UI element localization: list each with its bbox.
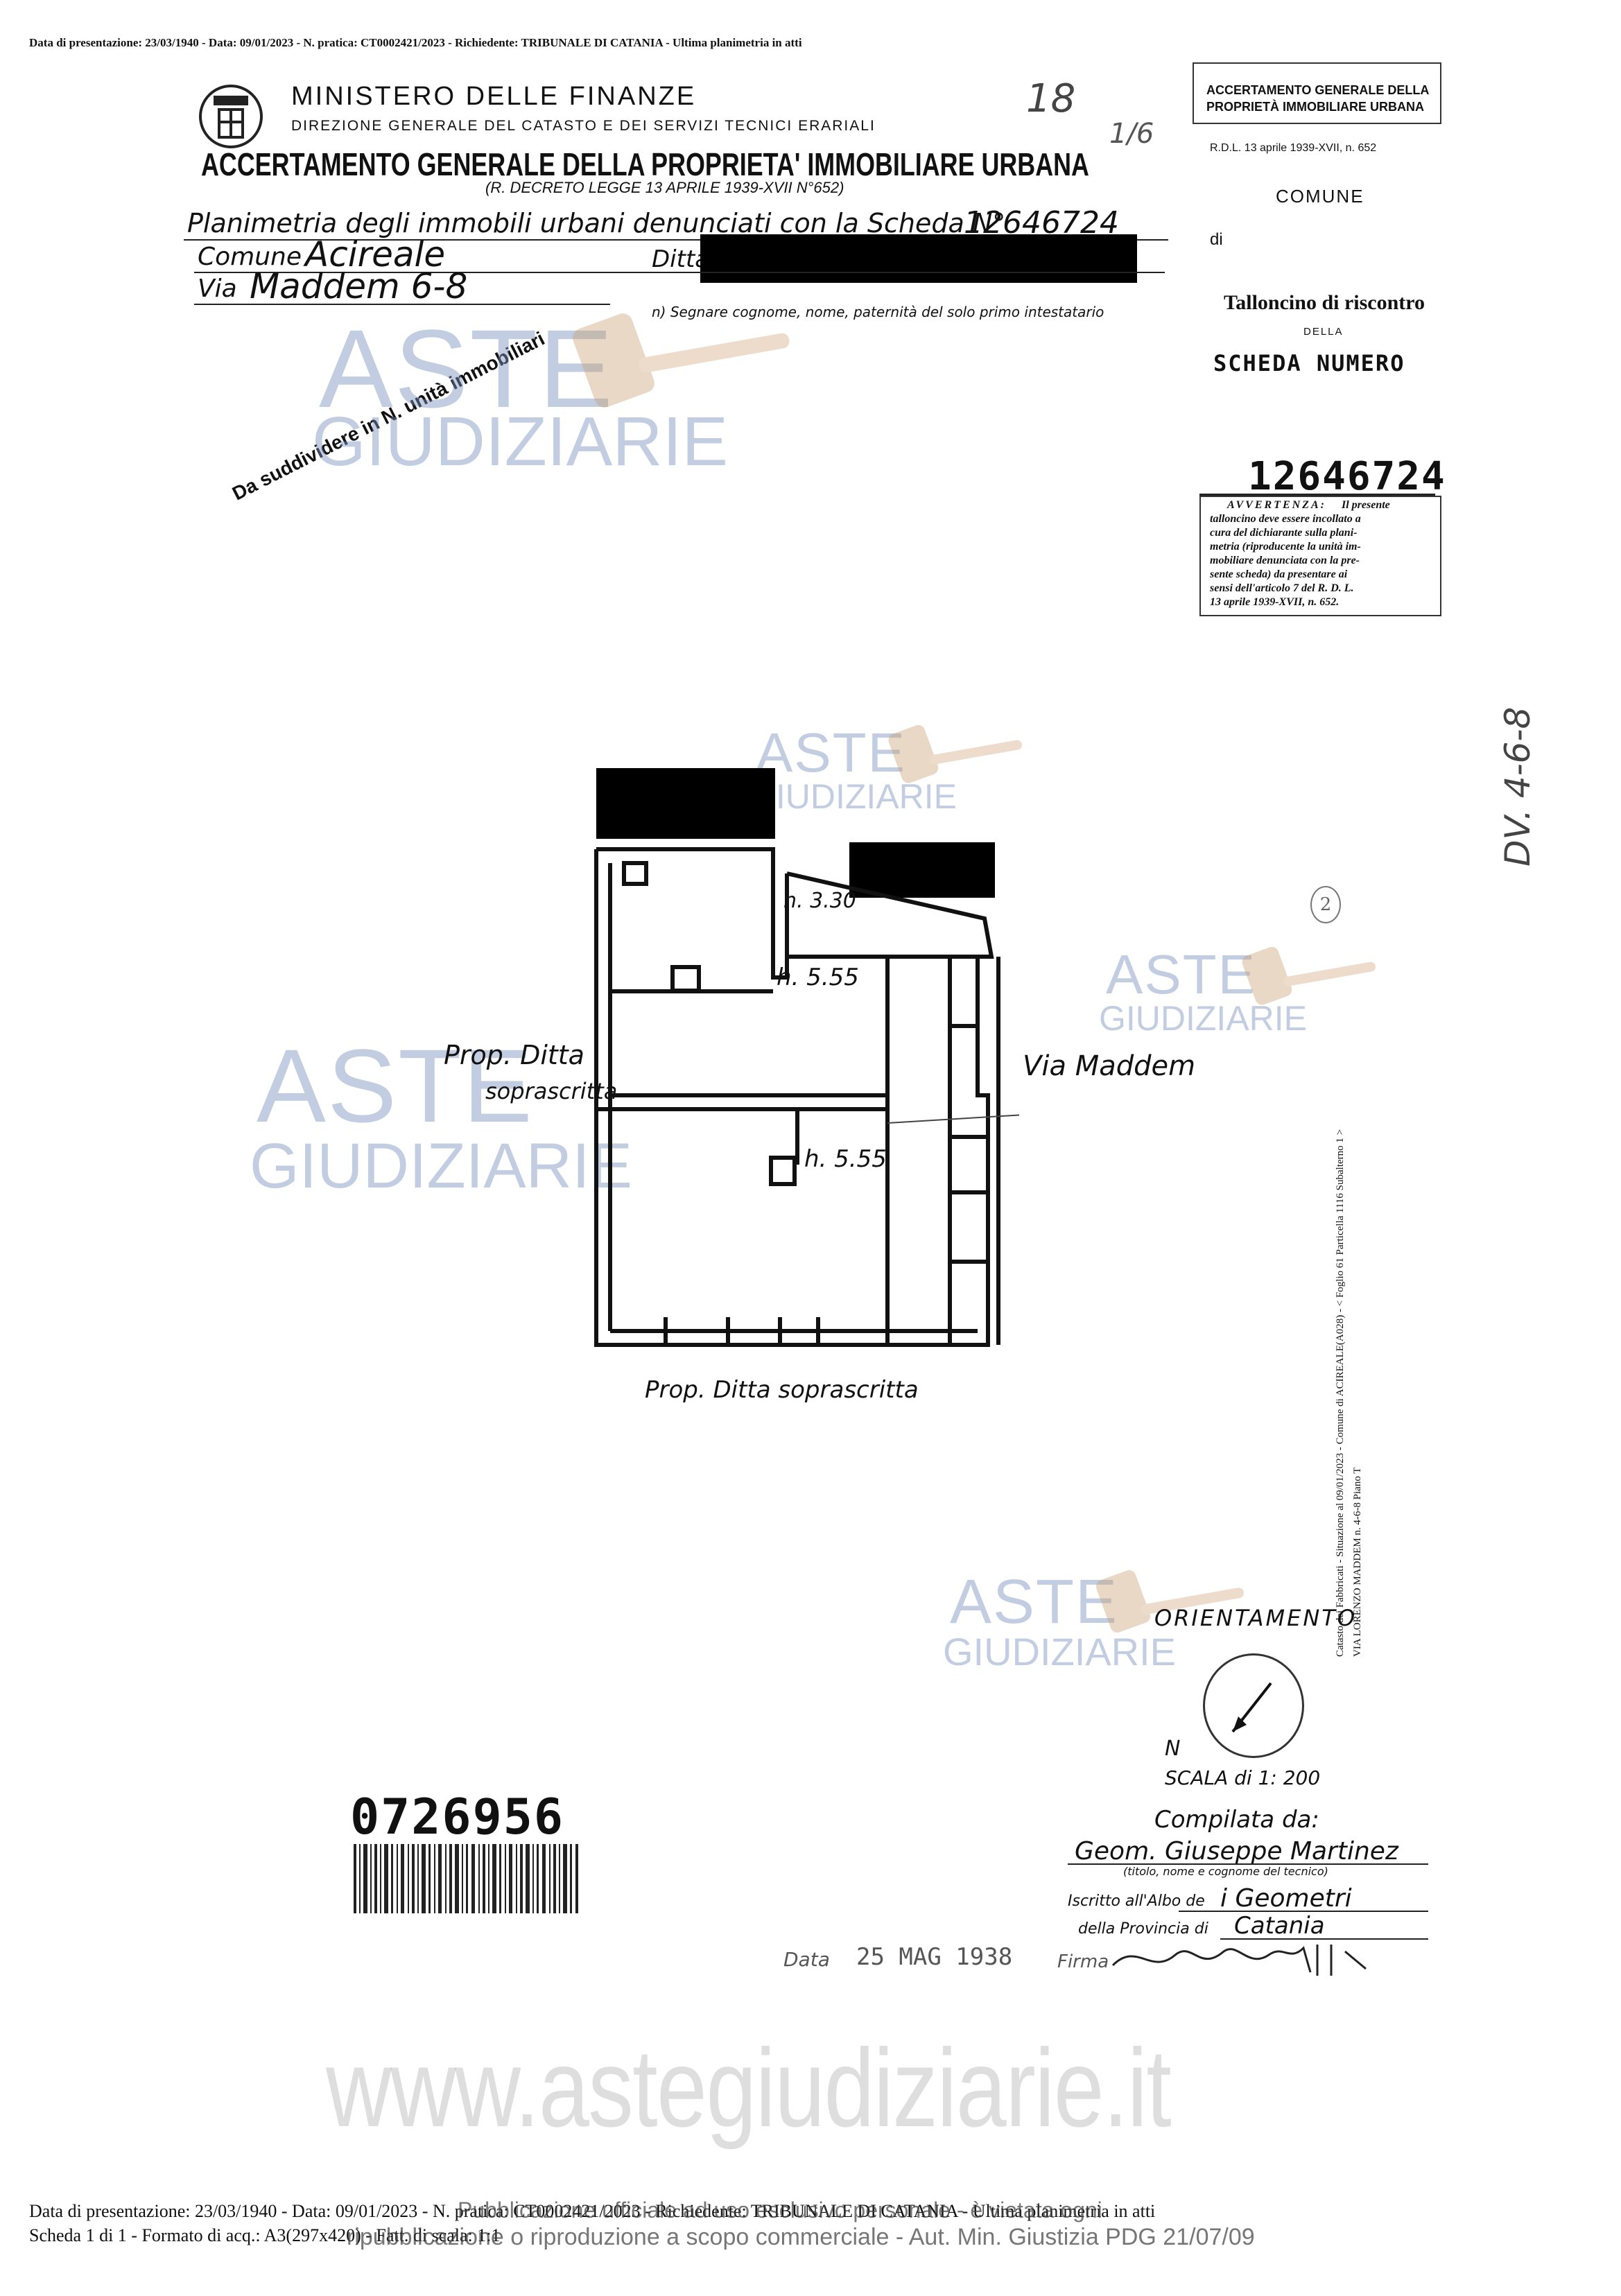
tally-number-underline bbox=[1199, 494, 1435, 496]
date-label: Data bbox=[783, 1948, 830, 1971]
avvertenza-title: AVVERTENZA: bbox=[1227, 499, 1326, 511]
ministry-direction: DIREZIONE GENERALE DEL CATASTO E DEI SER… bbox=[291, 118, 876, 134]
comune-value: Acireale bbox=[305, 234, 446, 275]
margin-note: DV. 4-6-8 bbox=[1498, 706, 1538, 867]
via-value: Maddem 6-8 bbox=[250, 266, 468, 306]
date-stamp: 25 MAG 1938 bbox=[856, 1943, 1013, 1971]
watermark-giudiziarie-5: GIUDIZIARIE bbox=[943, 1630, 1177, 1673]
header-info-line: Data di presentazione: 23/03/1940 - Data… bbox=[29, 36, 802, 49]
adjacent-owner-left-2: soprascritta bbox=[485, 1078, 618, 1104]
watermark-aste-5: ASTE bbox=[950, 1567, 1119, 1637]
avvertenza-line-3: metria (riproducente la unità im- bbox=[1210, 541, 1361, 553]
compiled-by-label: Compilata da: bbox=[1154, 1806, 1319, 1834]
room-height-3: h. 5.55 bbox=[804, 1145, 887, 1173]
surveyor-name: Geom. Giuseppe Martinez bbox=[1075, 1837, 1398, 1866]
albo-value: i Geometri bbox=[1220, 1884, 1352, 1913]
room-height-1: h. 3.30 bbox=[783, 889, 856, 913]
tally-scheda-numero: SCHEDA NUMERO bbox=[1213, 350, 1405, 376]
redacted-ditta bbox=[700, 234, 1137, 283]
albo-underline bbox=[1179, 1911, 1428, 1912]
north-label: N bbox=[1165, 1737, 1181, 1761]
avvertenza-box bbox=[1199, 496, 1441, 616]
hand-mark-2: 1/6 bbox=[1109, 118, 1154, 150]
gavel-icon bbox=[1241, 936, 1380, 1015]
circle-mark: 2 bbox=[1310, 886, 1341, 923]
provincia-label: della Provincia di bbox=[1078, 1920, 1208, 1938]
publication-notice-2: ripubblicazione o riproduzione a scopo c… bbox=[347, 2224, 1255, 2250]
scale-label: SCALA di 1: 200 bbox=[1165, 1766, 1321, 1789]
gavel-icon bbox=[1095, 1560, 1248, 1646]
watermark-aste-1: ASTE bbox=[319, 306, 614, 430]
planimetria-label: Planimetria degli immobili urbani denunc… bbox=[187, 208, 1006, 238]
tally-header-box bbox=[1193, 62, 1441, 124]
form-line-1 bbox=[184, 239, 1168, 241]
footer-line-2: Scheda 1 di 1 - Formato di acq.: A3(297x… bbox=[29, 2225, 501, 2245]
tally-number: 12646724 bbox=[1248, 454, 1446, 499]
gavel-icon bbox=[887, 714, 1026, 793]
form-line-2 bbox=[194, 272, 1165, 273]
signature-mark bbox=[1109, 1934, 1373, 1985]
website-watermark: www.astegiudiziarie.it bbox=[326, 2026, 1172, 2150]
form-line-3 bbox=[194, 304, 610, 305]
via-label: Via bbox=[198, 275, 237, 303]
orientation-label: ORIENTAMENTO bbox=[1154, 1605, 1358, 1631]
signature-label: Firma bbox=[1057, 1951, 1109, 1972]
tally-di-label: di bbox=[1210, 230, 1223, 249]
ministry-name: MINISTERO DELLE FINANZE bbox=[291, 82, 697, 111]
redacted-plan-top-right bbox=[849, 842, 995, 898]
tally-header-1: ACCERTAMENTO GENERALE DELLA bbox=[1206, 83, 1430, 97]
gavel-icon bbox=[569, 291, 797, 419]
provincia-underline bbox=[1220, 1938, 1428, 1940]
adjacent-owner-bottom: Prop. Ditta soprascritta bbox=[645, 1376, 919, 1404]
provincia-value: Catania bbox=[1234, 1912, 1325, 1940]
watermark-aste-4: ASTE bbox=[257, 1027, 534, 1144]
ditta-label: Ditta bbox=[652, 245, 710, 273]
watermark-aste-3: ASTE bbox=[1106, 943, 1256, 1005]
watermark-aste-2: ASTE bbox=[756, 722, 906, 783]
avvertenza-line-5: sente scheda) da presentare ai bbox=[1210, 568, 1348, 580]
document-subtitle: (R. DECRETO LEGGE 13 APRILE 1939-XVII N°… bbox=[485, 179, 844, 196]
tally-della: DELLA bbox=[1303, 326, 1344, 338]
comune-label: Comune bbox=[198, 243, 302, 271]
barcode-icon bbox=[354, 1844, 582, 1916]
avvertenza-line-4: mobiliare denunciata con la pre- bbox=[1210, 555, 1360, 566]
street-label: Via Maddem bbox=[1023, 1050, 1196, 1082]
room-height-2: h. 5.55 bbox=[777, 964, 859, 991]
republic-emblem-icon bbox=[193, 76, 269, 153]
watermark-giudiziarie-2: GIUDIZIARIE bbox=[749, 777, 957, 816]
tally-comune-label: COMUNE bbox=[1276, 186, 1364, 207]
avvertenza-line-6: sensi dell'articolo 7 del R. D. L. bbox=[1210, 582, 1354, 594]
footer-line-1: Data di presentazione: 23/03/1940 - Data… bbox=[29, 2201, 1156, 2221]
document-title: ACCERTAMENTO GENERALE DELLA PROPRIETA' I… bbox=[201, 146, 1089, 182]
tally-talloncino: Talloncino di riscontro bbox=[1224, 291, 1425, 314]
compass-icon bbox=[1203, 1653, 1304, 1758]
redacted-plan-top-left bbox=[596, 768, 775, 839]
avvertenza-line-1: talloncino deve essere incollato a bbox=[1210, 513, 1361, 525]
adjacent-owner-left-1: Prop. Ditta bbox=[444, 1040, 584, 1070]
avvertenza-line-0: Il presente bbox=[1342, 499, 1390, 511]
ditta-note: n) Segnare cognome, nome, paternità del … bbox=[652, 304, 1104, 320]
watermark-giudiziarie-3: GIUDIZIARIE bbox=[1099, 999, 1308, 1038]
cadastral-side-text-1: Catasto dei Fabbricati - Situazione al 0… bbox=[1335, 1129, 1346, 1657]
tally-header-2: PROPRIETÀ IMMOBILIARE URBANA bbox=[1206, 100, 1424, 114]
avvertenza-line-2: cura del dichiarante sulla plani- bbox=[1210, 527, 1358, 539]
surveyor-underline bbox=[1068, 1863, 1428, 1865]
surveyor-note: (titolo, nome e cognome del tecnico) bbox=[1123, 1865, 1328, 1878]
barcode-number: 0726956 bbox=[350, 1789, 565, 1845]
albo-label: Iscritto all'Albo de bbox=[1068, 1893, 1205, 1910]
watermark-giudiziarie-1: GIUDIZIARIE bbox=[312, 403, 729, 480]
hand-mark-1: 18 bbox=[1026, 76, 1076, 121]
publication-notice-1: Pubblicazione ufficiale ad uso esclusivo… bbox=[458, 2198, 1102, 2223]
avvertenza-line-7: 13 aprile 1939-XVII, n. 652. bbox=[1210, 596, 1340, 608]
watermark-giudiziarie-4: GIUDIZIARIE bbox=[250, 1131, 633, 1201]
tally-decree: R.D.L. 13 aprile 1939-XVII, n. 652 bbox=[1210, 142, 1377, 154]
